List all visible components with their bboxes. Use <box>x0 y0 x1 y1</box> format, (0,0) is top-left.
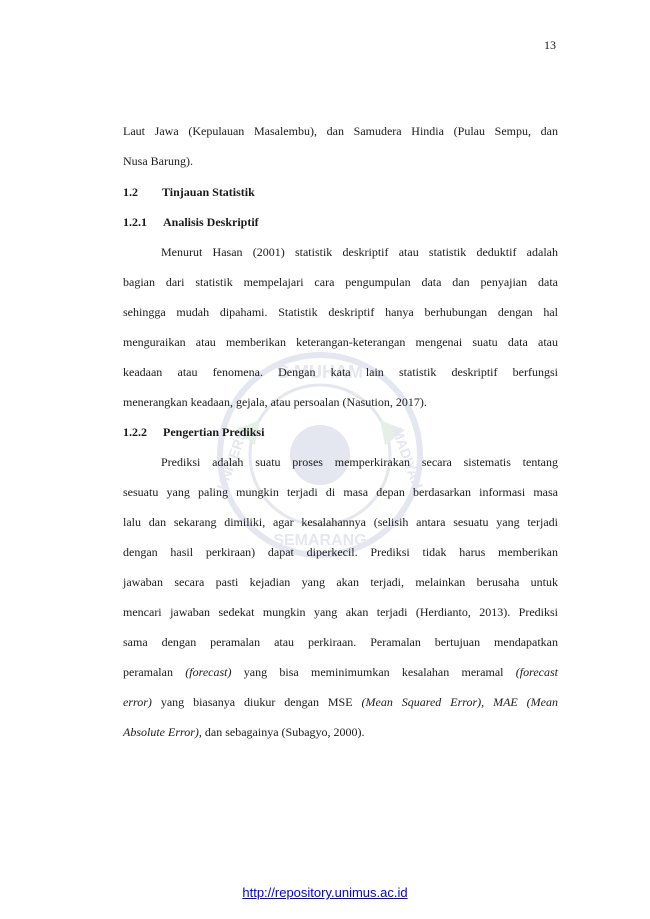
subsection-heading-analisis: 1.2.1 Analisis Deskriptif <box>123 207 558 237</box>
intro-paragraph: Laut Jawa (Kepulauan Masalembu), dan Sam… <box>123 116 558 176</box>
subsection-number: 1.2.2 <box>123 425 147 439</box>
subsection-heading-prediksi: 1.2.2 Pengertian Prediksi <box>123 417 558 447</box>
section-number: 1.2 <box>123 185 138 199</box>
italic-term: (forecast) <box>185 665 232 679</box>
text-fragment: yang biasanya diukur dengan MSE <box>151 695 362 709</box>
paragraph-line-mse: error) yang biasanya diukur dengan MSE (… <box>123 687 558 717</box>
intro-line: Nusa Barung). <box>123 154 193 168</box>
italic-term: error) <box>123 695 152 709</box>
prediksi-paragraph: Prediksi adalah suatu proses memperkirak… <box>123 447 558 747</box>
italic-term: (Mean Squared Error), MAE (Mean <box>361 695 559 709</box>
section-heading: 1.2 Tinjauan Statistik <box>123 177 558 207</box>
paragraph-line: menguraikan atau memberikan keterangan-k… <box>123 335 558 349</box>
paragraph-line: jawaban secara pasti kejadian yang akan … <box>123 575 558 589</box>
paragraph-line: menerangkan keadaan, gejala, atau persoa… <box>123 395 427 409</box>
paragraph-line: keadaan atau fenomena. Dengan kata lain … <box>123 365 558 379</box>
subsection-title: Analisis Deskriptif <box>163 215 259 229</box>
paragraph-line: Prediksi adalah suatu proses memperkirak… <box>161 455 558 469</box>
paragraph-line: mencari jawaban sedekat mungkin yang aka… <box>123 605 558 619</box>
analisis-paragraph: Menurut Hasan (2001) statistik deskripti… <box>123 237 558 417</box>
paragraph-line: sehingga mudah dipahami. Statistik deskr… <box>123 305 558 319</box>
italic-term: (forecast <box>515 665 559 679</box>
page-number: 13 <box>544 38 556 52</box>
paragraph-line: sama dengan peramalan atau perkiraan. Pe… <box>123 635 558 649</box>
paragraph-line: sesuatu yang paling mungkin terjadi di m… <box>123 485 558 499</box>
italic-term: Absolute Error), <box>123 725 202 739</box>
subsection-title: Pengertian Prediksi <box>163 425 265 439</box>
subsection-number: 1.2.1 <box>123 215 147 229</box>
paragraph-line: lalu dan sekarang dimiliki, agar kesalah… <box>123 515 558 529</box>
repository-link[interactable]: http://repository.unimus.ac.id <box>242 885 408 900</box>
text-fragment: dan sebagainya (Subagyo, 2000). <box>201 725 365 739</box>
intro-line: Laut Jawa (Kepulauan Masalembu), dan Sam… <box>123 124 558 138</box>
text-fragment: peramalan <box>123 665 186 679</box>
paragraph-line-mae: Absolute Error), dan sebagainya (Subagyo… <box>123 717 558 747</box>
section-title: Tinjauan Statistik <box>162 185 255 199</box>
paragraph-line: dengan hasil perkiraan) dapat diperkecil… <box>123 545 558 559</box>
page-content: Laut Jawa (Kepulauan Masalembu), dan Sam… <box>123 110 558 747</box>
paragraph-line-forecast: peramalan (forecast) yang bisa meminimum… <box>123 657 558 687</box>
text-fragment: yang bisa meminimumkan kesalahan meramal <box>231 665 516 679</box>
paragraph-line: Menurut Hasan (2001) statistik deskripti… <box>161 245 558 259</box>
paragraph-line: bagian dari statistik mempelajari cara p… <box>123 275 558 289</box>
